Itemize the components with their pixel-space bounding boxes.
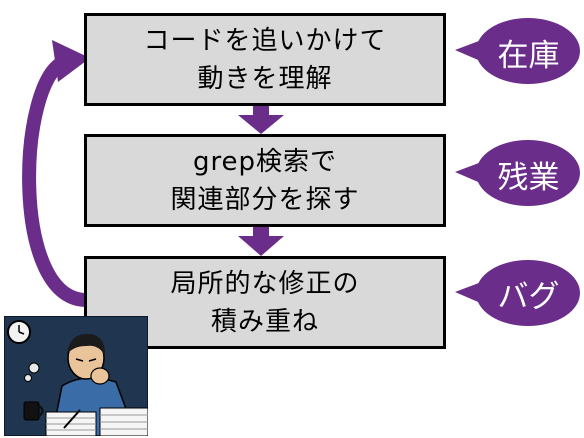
step-box-grep-search: grep検索で 関連部分を探す <box>84 134 446 227</box>
tag-bubble-2 <box>455 140 580 206</box>
tag-bug: バグ <box>497 278 560 315</box>
tag-bubble-3 <box>455 260 580 326</box>
step-text-line: grep検索で <box>192 146 338 177</box>
loop-arrowhead <box>52 40 90 82</box>
step-box-read-code: コードを追いかけて 動きを理解 <box>84 13 446 106</box>
step-text-line: 局所的な修正の <box>170 268 360 299</box>
step-text-line: 関連部分を探す <box>170 184 360 215</box>
down-arrow-1 <box>238 106 284 134</box>
loop-arrow <box>22 55 93 307</box>
tag-overtime: 残業 <box>497 159 560 196</box>
down-arrow-2 <box>238 227 284 256</box>
step-text-line: 積み重ね <box>210 306 319 337</box>
step-text-line: コードを追いかけて <box>143 25 387 56</box>
tag-inventory: 在庫 <box>497 37 560 74</box>
step-text-line: 動きを理解 <box>197 63 333 94</box>
tag-bubble-1 <box>455 18 580 84</box>
tired-programmer-at-night-icon <box>4 316 148 436</box>
